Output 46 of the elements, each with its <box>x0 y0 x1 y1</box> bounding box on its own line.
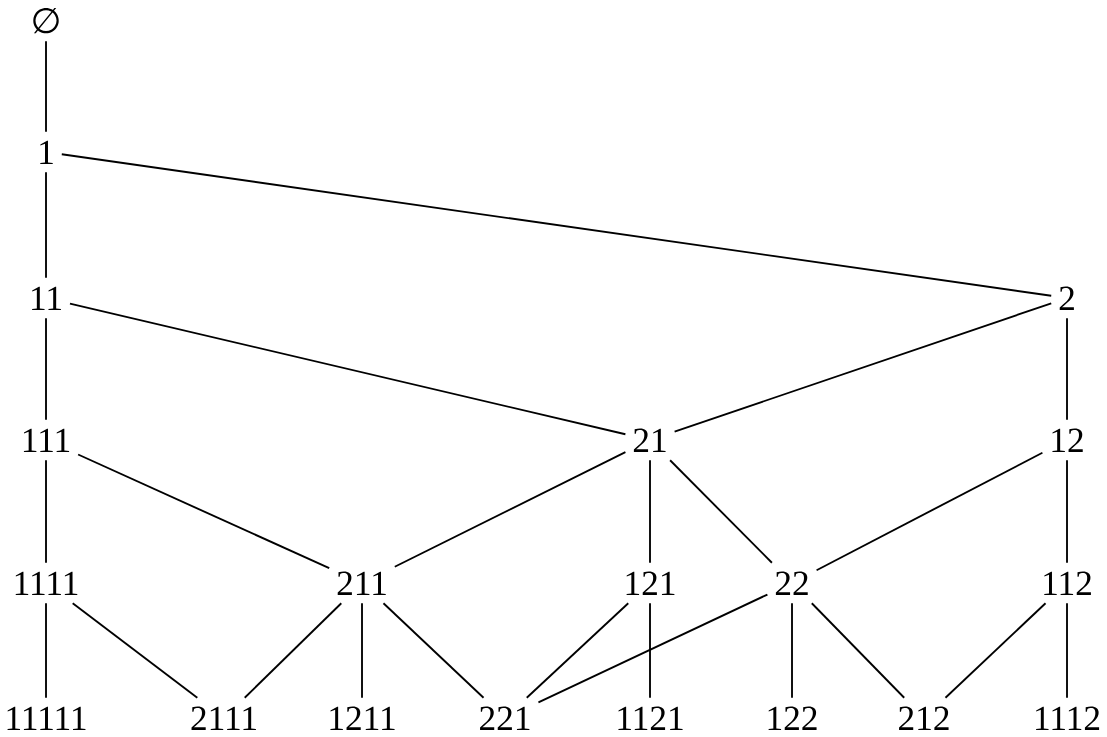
connector-line <box>45 40 47 133</box>
node-label: 211 <box>337 571 386 595</box>
connector-line <box>669 459 773 564</box>
connector-line <box>45 317 47 421</box>
node-label: 12 <box>1052 428 1083 452</box>
connector-line <box>944 602 1047 699</box>
node-label: 11111 <box>7 706 86 730</box>
node-label: 2 <box>1059 286 1074 310</box>
connector-line <box>537 593 769 704</box>
connector-line <box>815 451 1044 572</box>
connector-line <box>1066 317 1068 421</box>
node-label: 1112 <box>1036 706 1100 730</box>
connector-line <box>1066 602 1068 699</box>
node-label: 1111 <box>15 571 78 595</box>
connector-line <box>649 602 651 699</box>
connector-line <box>810 602 906 699</box>
connector-line <box>71 602 199 699</box>
node-label: ∅ <box>33 7 59 34</box>
node-label: 22 <box>775 571 808 595</box>
connector-line <box>60 153 1053 297</box>
connector-line <box>1066 459 1068 564</box>
connector-line <box>45 171 47 279</box>
node-label: 11 <box>32 286 61 310</box>
connector-line <box>77 453 331 570</box>
connector-line <box>525 602 630 699</box>
connector-line <box>649 459 651 564</box>
connector-line <box>45 602 47 699</box>
connector-line <box>382 602 485 699</box>
node-label: 1 <box>40 140 53 164</box>
node-label: 2111 <box>191 706 256 730</box>
node-label: 1121 <box>618 706 683 730</box>
connector-line <box>45 459 47 564</box>
node-label: 112 <box>1044 571 1091 595</box>
node-label: 122 <box>768 706 817 730</box>
node-label: 221 <box>480 706 530 730</box>
connector-line <box>673 302 1053 433</box>
node-label: 212 <box>899 706 949 730</box>
node-label: 121 <box>626 571 675 595</box>
connector-line <box>243 602 343 699</box>
connector-line <box>393 451 627 568</box>
node-label: 21 <box>633 428 666 452</box>
connector-line <box>791 602 793 699</box>
node-label: 1211 <box>330 706 395 730</box>
node-label: 111 <box>23 428 70 452</box>
connector-line <box>69 302 627 436</box>
connector-line <box>361 602 363 699</box>
